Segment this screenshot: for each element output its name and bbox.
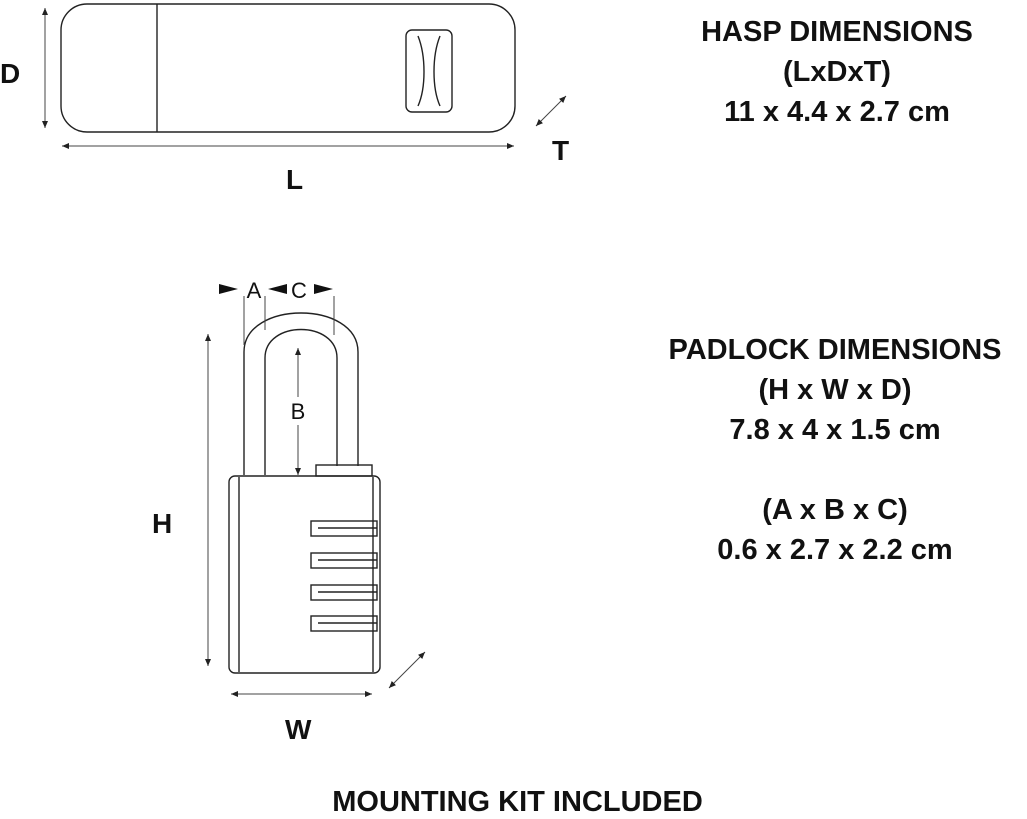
hasp-drawing [60,3,516,133]
padlock-order-main: (H x W x D) [758,374,912,406]
hasp-staple [417,35,441,107]
padlock-shackle-outer [243,312,359,475]
padlock-b-label: B [291,399,306,424]
padlock-a-label: A [247,278,262,303]
hasp-specs: HASP DIMENSIONS (LxDxT) 11 x 4.4 x 2.7 c… [652,12,1022,132]
a-arrow-right [268,284,287,294]
padlock-body [228,475,381,674]
hasp-d-label: D [0,58,21,89]
padlock-dimension-lines [205,296,426,697]
padlock-values-main: 7.8 x 4 x 1.5 cm [729,414,941,446]
padlock-h-label: H [152,508,173,539]
padlock-specs: PADLOCK DIMENSIONS (H x W x D) 7.8 x 4 x… [640,330,1027,570]
padlock-title: PADLOCK DIMENSIONS [668,334,1002,366]
hasp-title: HASP DIMENSIONS [701,16,973,48]
hasp-t-dimension-line [535,95,567,127]
hasp-t-label: T [552,135,570,166]
padlock-shackle-inner [264,328,338,475]
mounting-kit-note: MOUNTING KIT INCLUDED [332,786,703,818]
spec-spacer [640,450,1027,490]
b-label-background [288,397,308,425]
hasp-body [60,3,516,133]
padlock-small-labels: A C B [247,278,308,425]
hasp-values: 11 x 4.4 x 2.7 cm [724,96,950,128]
hasp-l-label: L [286,164,304,195]
c-arrow-right [314,284,333,294]
hasp-dimension-lines [42,7,567,149]
padlock-w-label: W [285,714,312,745]
padlock-values-shackle: 0.6 x 2.7 x 2.2 cm [717,534,953,566]
padlock-c-label: C [291,278,307,303]
padlock-drawing [228,312,381,674]
hasp-order: (LxDxT) [783,56,891,88]
padlock-top-arrows [219,284,333,294]
padlock-d-dimension-line [388,651,426,689]
padlock-order-shackle: (A x B x C) [762,494,908,526]
a-arrow-left [219,284,238,294]
hasp-slot [405,29,453,113]
padlock-shackle-lock [315,464,373,477]
